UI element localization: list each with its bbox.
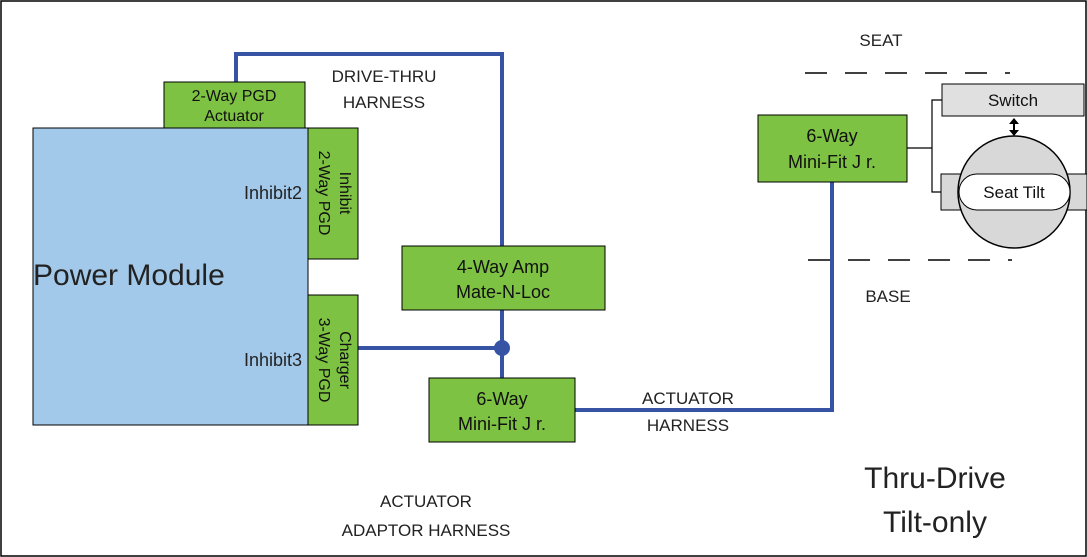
minifit-upper-line1: 6-Way (806, 126, 857, 146)
drive-thru-label-line1: DRIVE-THRU (332, 67, 437, 86)
pgd-charger-line2: Charger (336, 331, 353, 389)
minifit-lower-connector: 6-Way Mini-Fit J r. (428, 377, 576, 443)
pgd-charger-connector: 3-Way PGD Charger (307, 294, 359, 426)
pgd-charger-line1: 3-Way PGD (315, 318, 332, 403)
actuator-harness-label-line2: HARNESS (647, 416, 729, 435)
actuator-harness-wire (575, 182, 834, 412)
amp-mate-connector: 4-Way Amp Mate-N-Loc (401, 245, 606, 311)
seat-tilt-motor: Seat Tilt (940, 135, 1087, 249)
power-module-box (32, 127, 309, 426)
inhibit3-label: Inhibit3 (244, 350, 302, 370)
junction-dot (494, 340, 510, 356)
pgd-actuator-line1: 2-Way PGD (192, 88, 277, 105)
switch-to-motor-arrow-icon (1009, 118, 1019, 136)
minifit-lower-line2: Mini-Fit J r. (458, 414, 546, 434)
pgd-inhibit-connector: 2-Way PGD Inhibit (307, 127, 359, 260)
amp-mate-line2: Mate-N-Loc (456, 282, 550, 302)
minifit-upper-connector: 6-Way Mini-Fit J r. (757, 114, 908, 183)
seat-tilt-label: Seat Tilt (983, 183, 1045, 202)
pgd-inhibit-line2: Inhibit (336, 172, 353, 215)
base-label: BASE (865, 287, 910, 306)
pgd-inhibit-line1: 2-Way PGD (315, 151, 332, 236)
seat-label: SEAT (859, 31, 902, 50)
actuator-harness-label-line1: ACTUATOR (642, 389, 734, 408)
drive-thru-wire (234, 52, 504, 246)
switch-bracket (907, 99, 942, 193)
switch-box: Switch (941, 83, 1085, 117)
switch-label: Switch (988, 91, 1038, 110)
diagram-title-line2: Tilt-only (883, 506, 987, 539)
adaptor-harness-label-line1: ACTUATOR (380, 492, 472, 511)
pgd-actuator-connector: 2-Way PGD Actuator (163, 81, 306, 129)
diagram-title-line1: Thru-Drive (864, 462, 1006, 495)
minifit-lower-line1: 6-Way (476, 389, 527, 409)
inhibit2-label: Inhibit2 (244, 183, 302, 203)
power-module-label: Power Module (33, 259, 225, 292)
pgd-actuator-line2: Actuator (204, 108, 264, 125)
drive-thru-label-line2: HARNESS (343, 93, 425, 112)
minifit-upper-line2: Mini-Fit J r. (788, 152, 876, 172)
amp-mate-line1: 4-Way Amp (457, 257, 549, 277)
adaptor-harness-label-line2: ADAPTOR HARNESS (342, 521, 511, 540)
